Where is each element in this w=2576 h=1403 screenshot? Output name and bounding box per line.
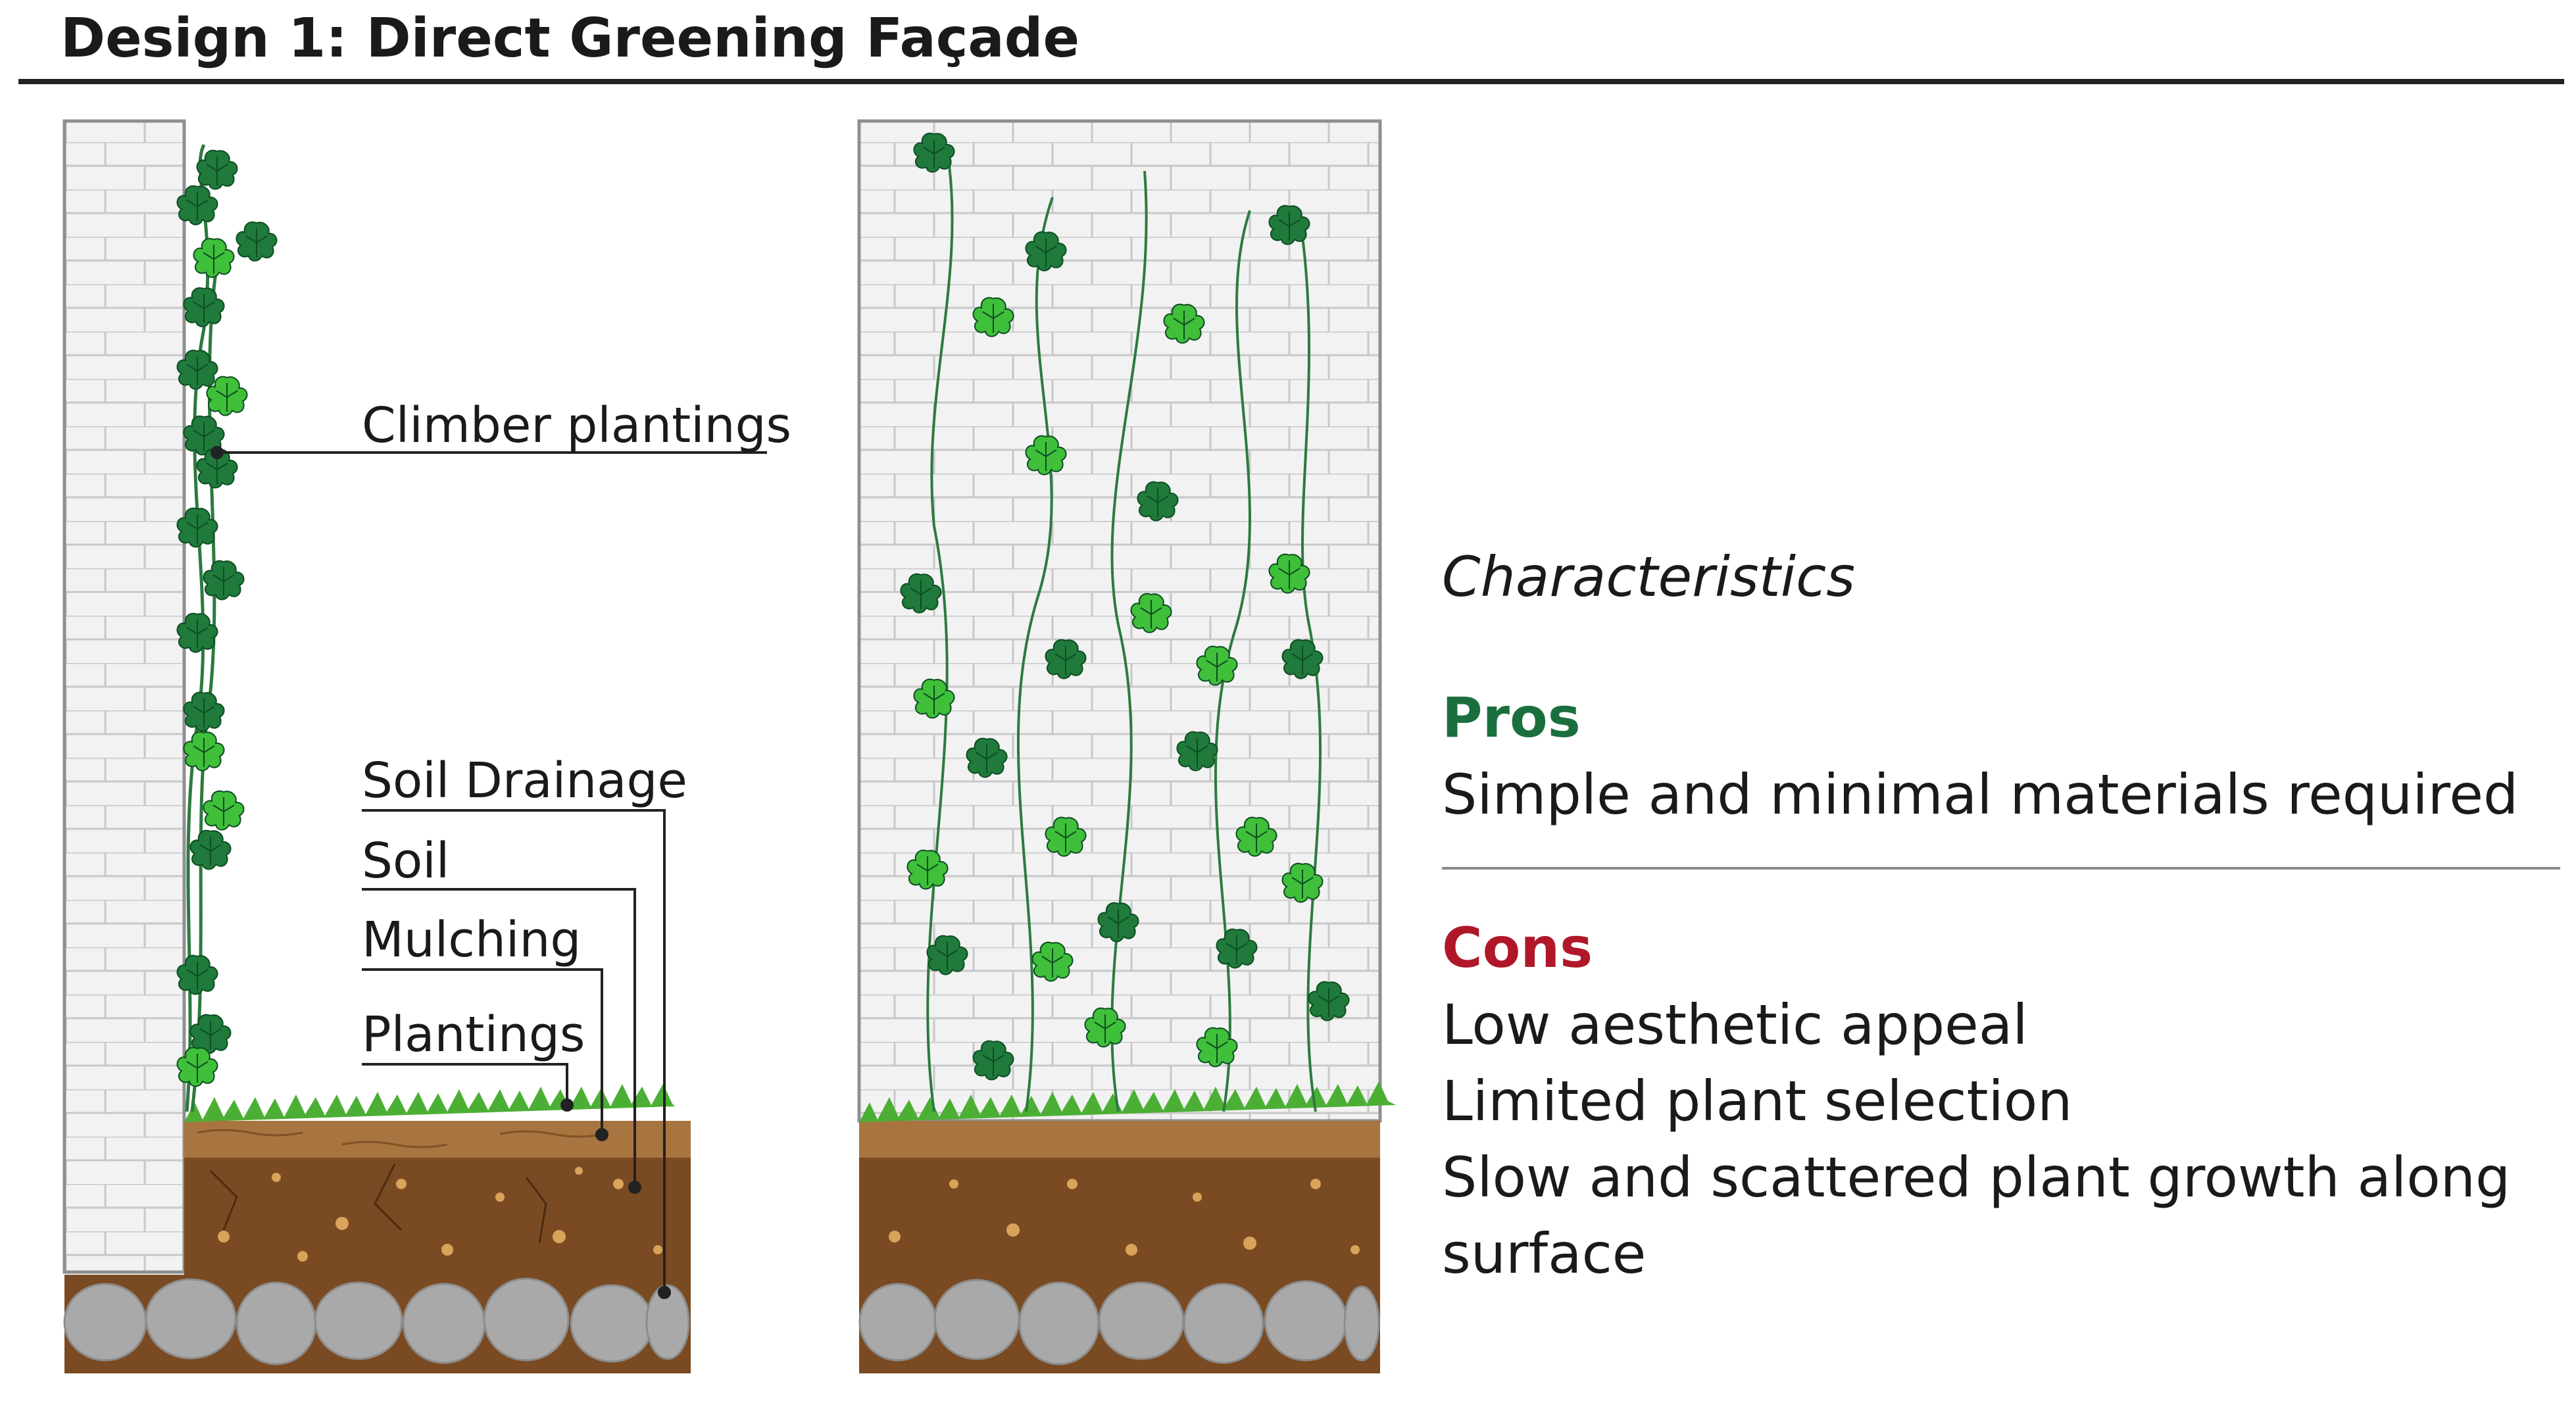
pros-list: Simple and minimal materials required (1442, 756, 2518, 833)
section-divider (1442, 867, 2560, 870)
pros-heading: Pros (1442, 685, 1581, 750)
label-climber-plantings: Climber plantings (362, 397, 792, 454)
cons-item: Low aesthetic appeal (1442, 993, 2028, 1057)
cons-list: Low aesthetic appeal Limited plant selec… (1442, 987, 2510, 1292)
title-rule (18, 79, 2564, 84)
characteristics-heading: Characteristics (1442, 545, 1856, 609)
mulch-layer (184, 1121, 691, 1158)
label-soil: Soil (362, 833, 450, 889)
cons-item: surface (1442, 1221, 1647, 1286)
label-soil-drainage: Soil Drainage (362, 752, 687, 809)
soil-layer (184, 1158, 691, 1275)
page-title: Design 1: Direct Greening Façade (61, 7, 1080, 70)
section-diagram (62, 119, 767, 1373)
cons-item: Limited plant selection (1442, 1069, 2073, 1133)
label-plantings: Plantings (362, 1006, 585, 1063)
pros-item: Simple and minimal materials required (1442, 762, 2519, 827)
elevation-diagram (857, 119, 1396, 1373)
brick-wall (62, 119, 186, 1274)
cons-item: Slow and scattered plant growth along (1442, 1145, 2511, 1210)
cons-heading: Cons (1442, 916, 1593, 980)
label-mulching: Mulching (362, 912, 582, 968)
